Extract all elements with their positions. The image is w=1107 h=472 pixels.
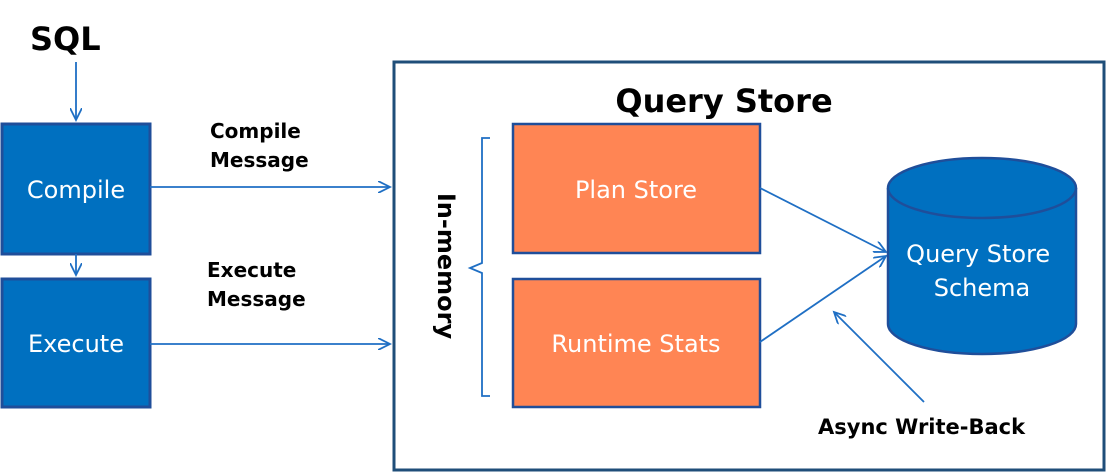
- async-write-back-label: Async Write-Back: [818, 415, 1026, 439]
- execute-message-line2: Message: [207, 287, 306, 311]
- compile-box-label: Compile: [27, 176, 125, 204]
- plan-store-box: Plan Store: [511, 122, 762, 255]
- query-store-frame: [392, 60, 1106, 472]
- compile-message-line2: Message: [210, 148, 309, 172]
- compile-box: Compile: [0, 122, 152, 256]
- schema-label: Query Store Schema: [906, 240, 1058, 302]
- schema-label-line2: Schema: [934, 274, 1031, 302]
- in-memory-label: In-memory: [432, 193, 460, 340]
- in-memory-brace: [467, 137, 490, 397]
- plan-store-to-schema-arrow: [759, 187, 886, 252]
- runtime-stats-box: Runtime Stats: [511, 277, 762, 409]
- execute-box-label: Execute: [28, 330, 124, 358]
- schema-cylinder: Query Store Schema: [886, 156, 1078, 356]
- compile-message-line1: Compile: [210, 119, 301, 143]
- query-store-title: Query Store: [615, 82, 832, 120]
- execute-message-line1: Execute: [207, 258, 296, 282]
- plan-store-label: Plan Store: [575, 176, 697, 204]
- schema-label-line1: Query Store: [906, 240, 1050, 268]
- async-write-back-arrow: [834, 312, 925, 403]
- execute-message-label: Execute Message: [207, 258, 306, 311]
- runtime-stats-label: Runtime Stats: [551, 330, 720, 358]
- execute-box: Execute: [0, 277, 152, 409]
- sql-label: SQL: [30, 20, 101, 58]
- runtime-stats-to-schema-arrow: [759, 256, 886, 343]
- compile-message-label: Compile Message: [210, 119, 309, 172]
